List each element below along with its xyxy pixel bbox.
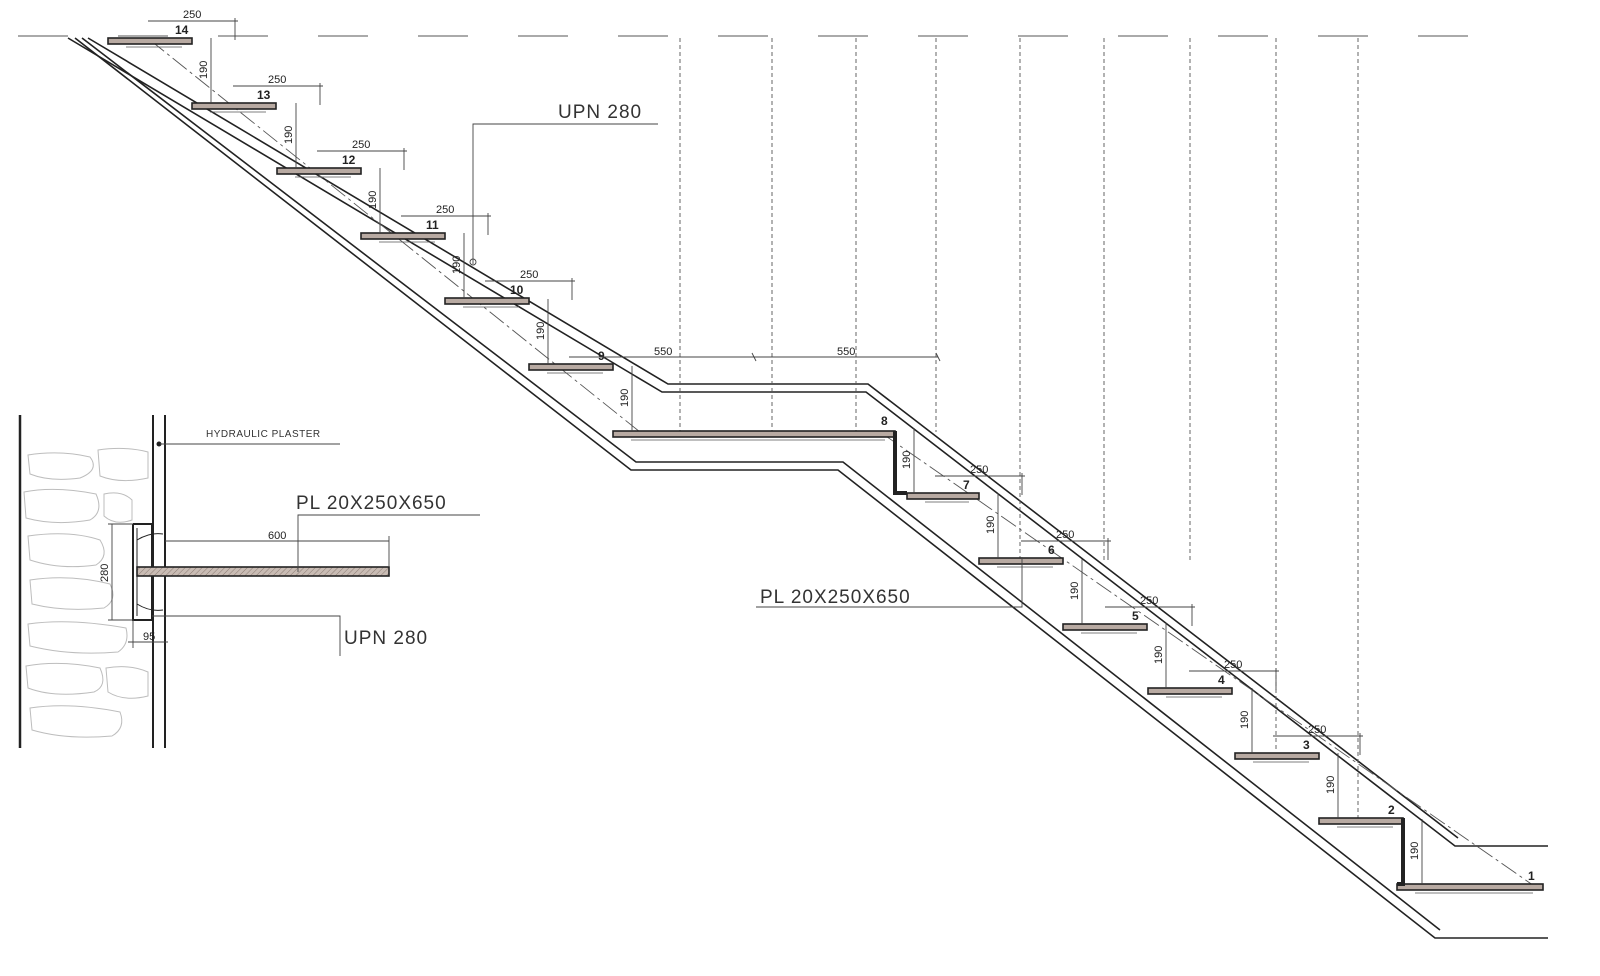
stringer-lower-inner <box>81 37 1441 931</box>
riser-dim-4: 190 <box>1153 646 1165 664</box>
landing-dim-tick <box>751 352 757 362</box>
step-number-13: 13 <box>257 88 271 102</box>
riser-dim-1: 190 <box>1409 842 1421 860</box>
step-number-6: 6 <box>1048 543 1055 557</box>
plate-length-dim: 600 <box>268 530 286 542</box>
stone-shape <box>27 621 128 654</box>
tread-dim-13: 250 <box>268 74 286 86</box>
tread-4 <box>1147 687 1233 695</box>
plate-section <box>136 566 390 577</box>
stringer-upper-inner <box>87 37 1459 839</box>
landing-dim-tick <box>935 352 941 362</box>
riser-dim-2: 190 <box>1325 776 1337 794</box>
tread-5 <box>1062 623 1148 631</box>
landing-dim-2: 550 <box>837 346 855 358</box>
tread-13 <box>191 102 277 110</box>
riser-dim-12: 190 <box>283 126 295 144</box>
channel-width-dim: 95 <box>143 631 155 643</box>
stone-shape <box>103 492 133 523</box>
tread-dim-12: 250 <box>352 139 370 151</box>
tread-dim-11: 250 <box>436 204 454 216</box>
step-number-4: 4 <box>1218 673 1225 687</box>
stringer-lower-outline <box>74 37 1548 939</box>
tread-3 <box>1234 752 1320 760</box>
tread-11 <box>360 232 446 240</box>
step-number-14: 14 <box>175 23 189 37</box>
plate-callout-leader <box>756 557 1023 608</box>
stone-shape <box>29 705 123 738</box>
upn-callout-marker <box>469 258 477 266</box>
channel-height-dim: 280 <box>99 564 111 582</box>
riser-dim-13: 190 <box>198 61 210 79</box>
upn-callout-label: UPN 280 <box>558 102 642 123</box>
stone-shape <box>25 662 104 695</box>
construction-lines <box>679 38 1359 820</box>
stone-shape <box>27 452 94 480</box>
riser-plate-8 <box>893 431 907 495</box>
tread-12 <box>276 167 362 175</box>
riser-dim-3: 190 <box>1239 711 1251 729</box>
tread-14 <box>107 37 193 45</box>
step-number-2: 2 <box>1388 803 1395 817</box>
step-number-10: 10 <box>510 283 524 297</box>
stone-masonry-pattern <box>23 447 149 738</box>
tread-7 <box>906 492 980 500</box>
step-number-3: 3 <box>1303 738 1310 752</box>
tread-1 <box>1396 883 1544 891</box>
wall-detail: HYDRAULIC PLASTER PL 20X250X650 600 280 … <box>18 415 480 748</box>
stone-shape <box>23 488 100 524</box>
riser-dim-9: 190 <box>535 322 547 340</box>
tread-6 <box>978 557 1064 565</box>
tread-dim-3: 250 <box>1308 724 1326 736</box>
riser-dim-8: 190 <box>619 389 631 407</box>
tread-2 <box>1318 817 1404 825</box>
steps-group: 1190219032501904250190525019062501907250… <box>107 9 1544 894</box>
stone-shape <box>29 577 114 610</box>
tread-8 <box>612 430 896 438</box>
step-number-7: 7 <box>963 478 970 492</box>
riser-dim-11: 190 <box>367 191 379 209</box>
step-number-9: 9 <box>598 349 605 363</box>
upn-callout-leader <box>472 123 658 264</box>
stone-shape <box>97 447 149 482</box>
riser-dim-6: 190 <box>985 516 997 534</box>
landing-dim-1: 550 <box>654 346 672 358</box>
tread-dim-6: 250 <box>1056 529 1074 541</box>
tread-10 <box>444 297 530 305</box>
tread-dim-14: 250 <box>183 9 201 21</box>
tread-dim-5: 250 <box>1140 595 1158 607</box>
tread-dim-7: 250 <box>970 464 988 476</box>
stone-shape <box>105 666 149 699</box>
riser-plate-2 <box>1397 818 1405 886</box>
tread-9 <box>528 363 614 371</box>
riser-dim-7: 190 <box>901 451 913 469</box>
step-number-8: 8 <box>881 414 888 428</box>
step-number-1: 1 <box>1528 869 1535 883</box>
riser-dim-10: 190 <box>451 256 463 274</box>
detail-plate-label: PL 20X250X650 <box>296 493 447 514</box>
plate-callout-label: PL 20X250X650 <box>760 587 911 608</box>
step-number-11: 11 <box>426 218 439 232</box>
stone-shape <box>27 533 105 568</box>
hydraulic-plaster-label: HYDRAULIC PLASTER <box>206 429 321 440</box>
tread-dim-4: 250 <box>1224 659 1242 671</box>
detail-channel-label: UPN 280 <box>344 628 428 649</box>
step-number-5: 5 <box>1132 609 1139 623</box>
tread-dim-10: 250 <box>520 269 538 281</box>
upn-channel <box>132 523 153 621</box>
step-number-12: 12 <box>342 153 356 167</box>
riser-dim-5: 190 <box>1069 582 1081 600</box>
